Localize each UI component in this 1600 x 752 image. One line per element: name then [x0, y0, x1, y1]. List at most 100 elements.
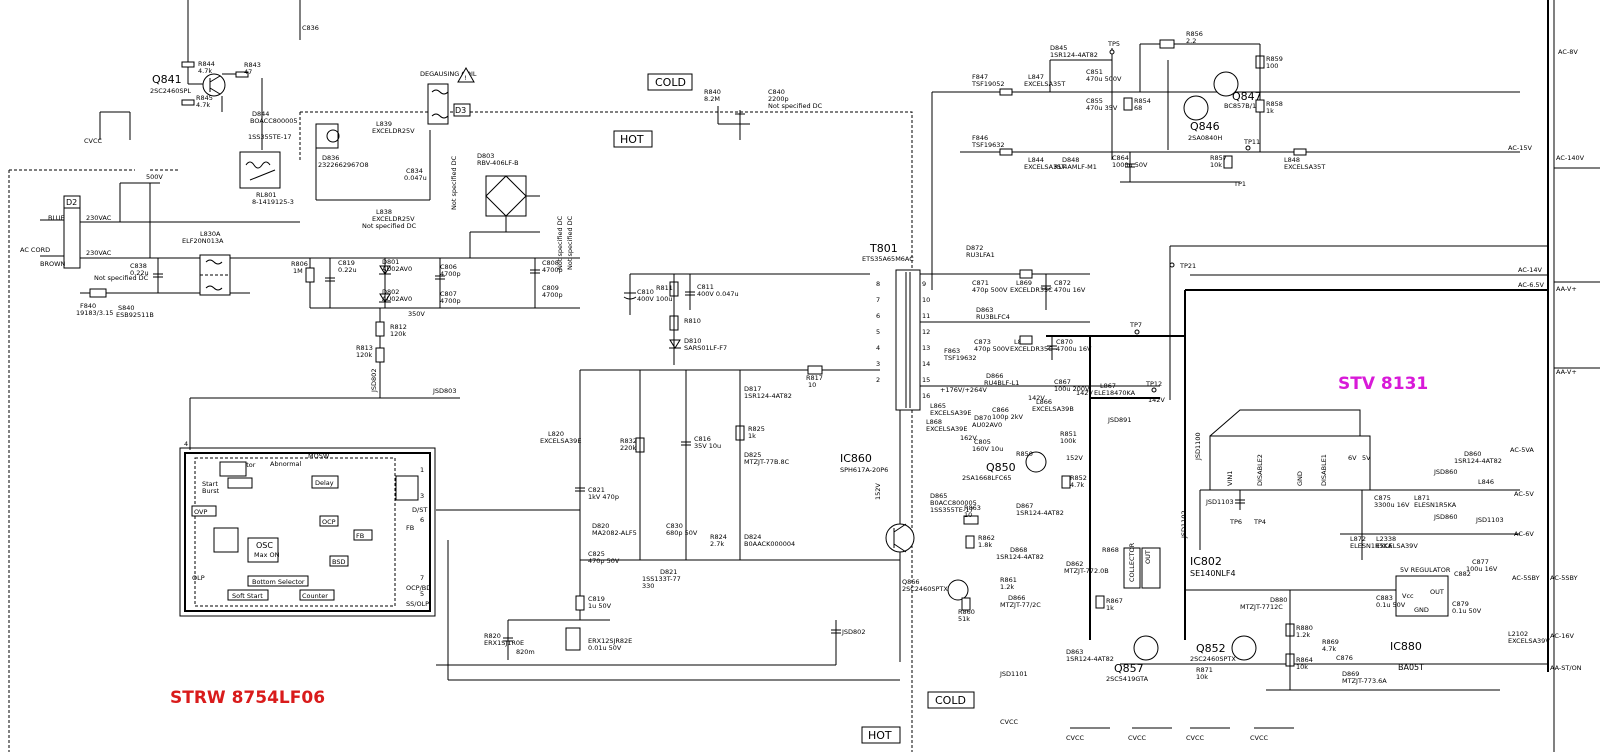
svg-text:SARS01LF-F7: SARS01LF-F7 [684, 344, 727, 352]
svg-text:470p 500V: 470p 500V [972, 286, 1008, 294]
zone-cold-bottom: COLD [927, 691, 975, 709]
svg-text:D824: D824 [744, 533, 761, 541]
svg-text:C808: C808 [542, 259, 559, 267]
svg-text:L867: L867 [1100, 382, 1116, 390]
svg-text:100u 16V: 100u 16V [1466, 565, 1498, 573]
svg-text:L846: L846 [1478, 478, 1494, 486]
svg-text:1SS355TE-17: 1SS355TE-17 [248, 133, 292, 141]
svg-text:1: 1 [420, 466, 424, 474]
svg-text:L872: L872 [1350, 535, 1366, 543]
svg-text:MOSW: MOSW [308, 452, 330, 460]
svg-text:2200p: 2200p [768, 95, 789, 103]
svg-text:HOT: HOT [620, 133, 644, 146]
svg-text:2SC5419GTA: 2SC5419GTA [1106, 675, 1149, 683]
svg-text:8: 8 [876, 280, 880, 288]
svg-text:L847: L847 [1028, 73, 1044, 81]
svg-text:1k: 1k [748, 432, 756, 440]
svg-text:C840: C840 [768, 88, 785, 96]
svg-text:GND: GND [1414, 606, 1429, 614]
svg-text:4: 4 [876, 344, 880, 352]
svg-text:AC-16V: AC-16V [1550, 632, 1574, 640]
svg-text:820m: 820m [516, 648, 535, 656]
svg-text:ESB92511B: ESB92511B [116, 311, 154, 319]
svg-text:D836: D836 [322, 154, 339, 162]
svg-text:JSD802: JSD802 [370, 369, 378, 393]
svg-text:EXCELSA39E: EXCELSA39E [540, 437, 581, 445]
svg-text:GND: GND [1296, 471, 1304, 486]
svg-text:R812: R812 [390, 323, 407, 331]
svg-text:16: 16 [922, 392, 930, 400]
svg-text:470u 16V: 470u 16V [1054, 286, 1086, 294]
svg-text:230VAC: 230VAC [86, 214, 112, 222]
svg-text:L844: L844 [1028, 156, 1044, 164]
svg-text:C825: C825 [588, 550, 605, 558]
svg-text:C883: C883 [1376, 594, 1393, 602]
svg-text:RU3BLFC4: RU3BLFC4 [976, 313, 1010, 321]
svg-text:OUT: OUT [1144, 550, 1152, 564]
svg-text:14: 14 [922, 360, 930, 368]
svg-text:C838: C838 [130, 262, 147, 270]
secondary-windings: D872 RU3LFA1 C871 470p 500V L869 EXCELDR… [920, 244, 1196, 640]
d803-bridge: D803 RBV-406LF-B Not specified DC Not sp… [450, 152, 574, 270]
svg-text:Not specified DC: Not specified DC [556, 215, 564, 270]
svg-text:L866: L866 [1036, 398, 1052, 406]
svg-text:9: 9 [922, 280, 926, 288]
svg-text:470p 50V: 470p 50V [588, 557, 620, 565]
svg-text:330: 330 [642, 582, 654, 590]
svg-text:AA-ST/ON: AA-ST/ON [1550, 664, 1582, 672]
svg-text:Start: Start [202, 480, 218, 488]
svg-text:C871: C871 [972, 279, 989, 287]
svg-text:B0AACK000004: B0AACK000004 [744, 540, 795, 548]
q841-transistor: Q841 2SC2460SPL R844 4.7k R845 4.7k R843… [150, 0, 319, 150]
svg-text:AA-V+: AA-V+ [1556, 368, 1577, 376]
svg-text:1.8k: 1.8k [978, 541, 992, 549]
svg-text:TP5: TP5 [1107, 40, 1120, 48]
svg-text:D863: D863 [976, 306, 993, 314]
svg-text:4.7k: 4.7k [1070, 481, 1084, 489]
svg-text:D821: D821 [660, 568, 677, 576]
svg-text:D825: D825 [744, 451, 761, 459]
svg-text:4700p: 4700p [542, 266, 563, 274]
svg-text:ETS35A65M6AC: ETS35A65M6AC [862, 255, 914, 263]
svg-text:R843: R843 [244, 61, 261, 69]
svg-text:400V 0.047u: 400V 0.047u [697, 290, 739, 298]
svg-text:D869: D869 [1342, 670, 1359, 678]
svg-text:F846: F846 [972, 134, 988, 142]
svg-text:D810: D810 [684, 337, 701, 345]
svg-text:C855: C855 [1086, 97, 1103, 105]
svg-text:1.2k: 1.2k [1296, 631, 1310, 639]
svg-text:C872: C872 [1054, 279, 1071, 287]
svg-text:JSD803: JSD803 [432, 387, 456, 395]
svg-text:1000u 50V: 1000u 50V [1112, 161, 1148, 169]
svg-text:OCP/BD: OCP/BD [406, 584, 431, 592]
t801-transformer: T801 ETS35A65M6AC 8 7 6 5 4 3 2 9 10 11 … [862, 242, 930, 411]
svg-text:CVCC: CVCC [1066, 734, 1085, 742]
svg-text:CVCC: CVCC [1128, 734, 1147, 742]
svg-text:1k: 1k [1106, 604, 1114, 612]
svg-text:OLP: OLP [192, 574, 205, 582]
svg-text:1u 50V: 1u 50V [588, 602, 612, 610]
svg-text:C866: C866 [992, 406, 1009, 414]
svg-text:JSD860: JSD860 [1433, 468, 1457, 476]
svg-text:R867: R867 [1106, 597, 1123, 605]
svg-text:68: 68 [1134, 104, 1142, 112]
svg-text:IC802: IC802 [1190, 555, 1222, 568]
svg-text:1SR124-4AT82: 1SR124-4AT82 [744, 392, 792, 400]
svg-text:C816: C816 [694, 435, 711, 443]
svg-text:4.7k: 4.7k [196, 101, 210, 109]
svg-text:C819: C819 [338, 259, 355, 267]
svg-text:4700p: 4700p [440, 297, 461, 305]
svg-text:10: 10 [964, 511, 972, 519]
svg-text:Q846: Q846 [1190, 120, 1220, 133]
svg-text:R858: R858 [1266, 100, 1283, 108]
svg-text:RU4AMLF-M1: RU4AMLF-M1 [1054, 163, 1097, 171]
svg-text:7: 7 [420, 574, 424, 582]
svg-text:6: 6 [876, 312, 880, 320]
svg-text:B0ACC800005: B0ACC800005 [930, 499, 977, 507]
svg-text:L868: L868 [926, 418, 942, 426]
svg-text:AU02AV0: AU02AV0 [972, 421, 1002, 429]
svg-text:R868: R868 [1102, 546, 1119, 554]
svg-text:Q852: Q852 [1196, 642, 1226, 655]
l830a-choke: L830A ELF20N013A [182, 230, 231, 296]
svg-text:RU3LFA1: RU3LFA1 [966, 251, 995, 259]
